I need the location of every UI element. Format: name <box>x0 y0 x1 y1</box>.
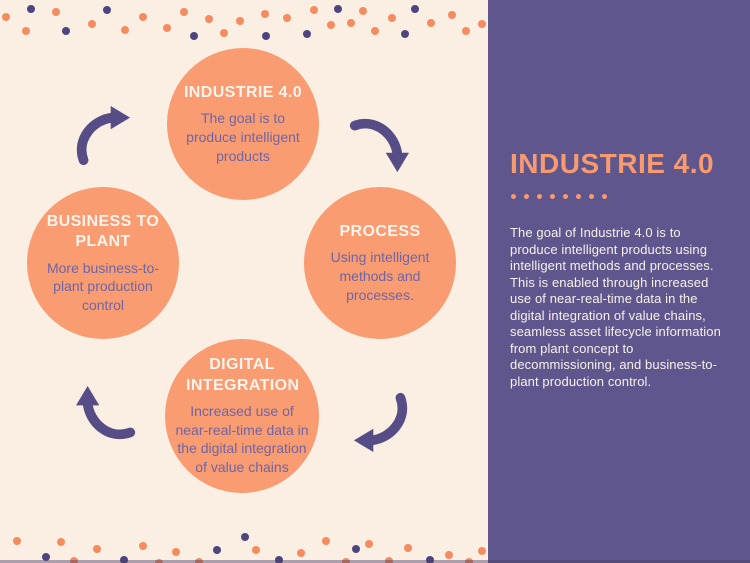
curved-arrow-icon <box>76 384 138 446</box>
decor-dot <box>220 29 228 37</box>
decor-dot <box>172 548 180 556</box>
decor-dot <box>478 547 486 555</box>
divider-dot <box>602 194 607 199</box>
step-description: The goal is to produce intelligent produ… <box>186 110 300 164</box>
decor-dot <box>303 30 311 38</box>
divider-dot <box>537 194 542 199</box>
decor-dot <box>236 17 244 25</box>
decor-dot <box>388 14 396 22</box>
divider-dot <box>550 194 555 199</box>
decor-dot <box>139 13 147 21</box>
decor-dot <box>478 20 486 28</box>
bottom-edge-strip <box>0 560 750 563</box>
decor-dot <box>139 542 147 550</box>
decor-dot <box>57 538 65 546</box>
decor-dot <box>27 5 35 13</box>
decor-dot <box>427 19 435 27</box>
decor-dot <box>190 32 198 40</box>
divider-dot <box>589 194 594 199</box>
divider-dot <box>563 194 568 199</box>
decor-dot <box>426 556 434 563</box>
step-description: Using intelligent methods and processes. <box>330 249 430 303</box>
divider-dot <box>576 194 581 199</box>
decor-dot <box>155 559 163 563</box>
decor-dot <box>371 27 379 35</box>
decor-dot <box>342 558 350 563</box>
curved-arrow-icon <box>352 390 414 452</box>
decor-dot <box>322 537 330 545</box>
step-title: BUSINESS TO PLANT <box>46 212 160 251</box>
decor-dot <box>347 19 355 27</box>
decor-dot <box>88 20 96 28</box>
decor-dot <box>121 26 129 34</box>
step-title: PROCESS <box>339 222 421 240</box>
decor-dot <box>180 8 188 16</box>
decor-dot <box>352 545 360 553</box>
decor-dot <box>252 546 260 554</box>
cycle-step-industrie-40: INDUSTRIE 4.0 The goal is to produce int… <box>167 48 319 200</box>
decor-dot <box>70 557 78 563</box>
decor-dot <box>241 533 249 541</box>
decor-dot <box>445 551 453 559</box>
curved-arrow-icon <box>347 112 409 174</box>
decor-dot <box>103 6 111 14</box>
decor-dot <box>62 27 70 35</box>
step-description: Increased use of near-real-time data in … <box>175 403 309 476</box>
decor-dot <box>13 537 21 545</box>
step-description: More business-to-plant production contro… <box>46 259 160 313</box>
panel-paragraph: The goal of Industrie 4.0 is to produce … <box>510 225 721 389</box>
curved-arrow-icon <box>70 106 132 168</box>
decor-dot <box>275 556 283 563</box>
decor-dot <box>261 10 269 18</box>
decor-dot <box>213 546 221 554</box>
decor-dot <box>262 32 270 40</box>
cycle-step-business-to-plant: BUSINESS TO PLANT More business-to-plant… <box>27 187 179 339</box>
decor-dot <box>42 553 50 561</box>
decor-dot <box>310 6 318 14</box>
panel-title: INDUSTRIE 4.0 <box>510 148 715 179</box>
decor-dot <box>195 558 203 563</box>
decor-dot <box>297 549 305 557</box>
decor-dot <box>205 15 213 23</box>
decor-dot <box>93 545 101 553</box>
step-title: DIGITAL INTEGRATION <box>186 356 300 394</box>
decor-dot <box>411 5 419 13</box>
decor-dot <box>365 540 373 548</box>
decor-dot <box>334 5 342 13</box>
divider-dot <box>524 194 529 199</box>
decor-dot <box>327 21 335 29</box>
cycle-step-process: PROCESS Using intelligent methods and pr… <box>304 187 456 339</box>
decor-dot <box>385 557 393 563</box>
decor-dot <box>22 27 30 35</box>
decor-dot <box>52 8 60 16</box>
decor-dot <box>120 556 128 563</box>
cycle-step-digital-integration: DIGITAL INTEGRATION Increased use of nea… <box>165 339 319 493</box>
info-panel: INDUSTRIE 4.0 The goal of Industrie 4.0 … <box>488 0 750 563</box>
decor-dot <box>404 544 412 552</box>
step-title: INDUSTRIE 4.0 <box>183 83 303 101</box>
dotted-divider <box>511 194 750 199</box>
divider-dot <box>511 194 516 199</box>
decor-dot <box>2 13 10 21</box>
decor-dot <box>283 14 291 22</box>
decor-dot <box>359 7 367 15</box>
decor-dot <box>401 30 409 38</box>
decor-dot <box>163 24 171 32</box>
decor-dot <box>465 558 473 563</box>
decor-dot <box>448 11 456 19</box>
decor-dot <box>462 27 470 35</box>
